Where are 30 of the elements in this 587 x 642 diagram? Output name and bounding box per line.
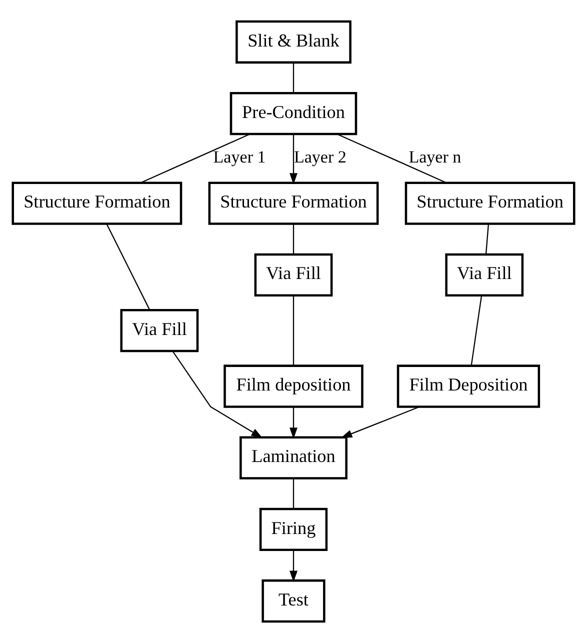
connector xyxy=(292,295,294,366)
connector xyxy=(292,478,294,508)
arrow xyxy=(340,406,420,438)
connector xyxy=(336,133,447,183)
edge-label: Layer 1 xyxy=(213,146,266,166)
arrow xyxy=(290,550,298,582)
node-box: Structure Formation xyxy=(12,181,182,224)
node-box: Film Deposition xyxy=(396,364,540,408)
connector xyxy=(292,224,294,254)
node-box: Slit & Blank xyxy=(236,20,352,64)
connector xyxy=(106,223,150,310)
node-box: Via Fill xyxy=(254,252,333,296)
node-box: Via Fill xyxy=(445,252,524,296)
node-box: Film deposition xyxy=(224,364,364,408)
connector xyxy=(485,224,490,254)
edge-label: Layer n xyxy=(408,146,462,166)
connector xyxy=(140,133,250,183)
arrow xyxy=(290,134,298,184)
node-box: Firing xyxy=(259,507,328,550)
edge-label: Layer 2 xyxy=(294,146,346,166)
node-box: Structure Formation xyxy=(208,181,379,224)
node-box: Lamination xyxy=(240,436,348,479)
arrow xyxy=(172,350,263,438)
connector xyxy=(292,62,294,92)
node-box: Via Fill xyxy=(120,308,199,352)
node-box: Structure Formation xyxy=(404,181,576,224)
node-box: Test xyxy=(262,578,326,622)
arrow xyxy=(290,406,298,438)
node-box: Pre-Condition xyxy=(230,92,358,135)
connector xyxy=(470,294,482,366)
